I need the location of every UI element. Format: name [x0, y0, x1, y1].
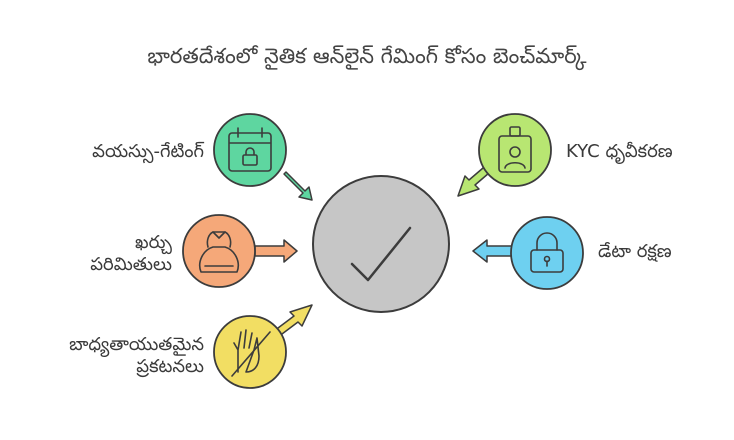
label-age-line: వయస్సు-గేటింగ్	[92, 141, 204, 162]
node-kyc	[478, 113, 552, 187]
page-title: భారతదేశంలో నైతిక ఆన్‌లైన్ గేమింగ్ కోసం బ…	[147, 44, 587, 68]
money-bag-icon	[198, 231, 240, 273]
label-spend-line-2: పరిమితులు	[90, 254, 172, 275]
node-age	[213, 113, 287, 187]
label-data-line: డేటా రక్షణ	[598, 241, 672, 262]
padlock-icon	[530, 232, 564, 273]
no-hand-icon	[231, 329, 271, 377]
arrow-spend	[254, 239, 298, 263]
node-ads	[213, 315, 287, 389]
label-age: వయస్సు-గేటింగ్	[92, 141, 204, 163]
label-kyc: KYC ధృవీకరణ	[566, 141, 673, 163]
label-kyc-line: KYC ధృవీకరణ	[566, 141, 673, 162]
arrow-data	[472, 239, 513, 263]
label-ads-line-1: బాధ్యతాయుతమైన	[69, 334, 204, 355]
label-ads-line-2: ప్రకటనలు	[136, 356, 204, 377]
id-badge-icon	[498, 126, 532, 173]
label-data: డేటా రక్షణ	[598, 241, 672, 263]
arrow-age	[283, 171, 313, 201]
node-spend	[182, 214, 256, 288]
label-spend: ఖర్చు పరిమితులు	[90, 232, 172, 276]
checkmark-icon	[350, 226, 412, 282]
label-ads: బాధ్యతాయుతమైన ప్రకటనలు	[69, 334, 204, 378]
calendar-lock-icon	[228, 127, 272, 172]
center-node	[312, 175, 450, 313]
node-data	[510, 216, 584, 290]
label-spend-line-1: ఖర్చు	[134, 232, 172, 253]
